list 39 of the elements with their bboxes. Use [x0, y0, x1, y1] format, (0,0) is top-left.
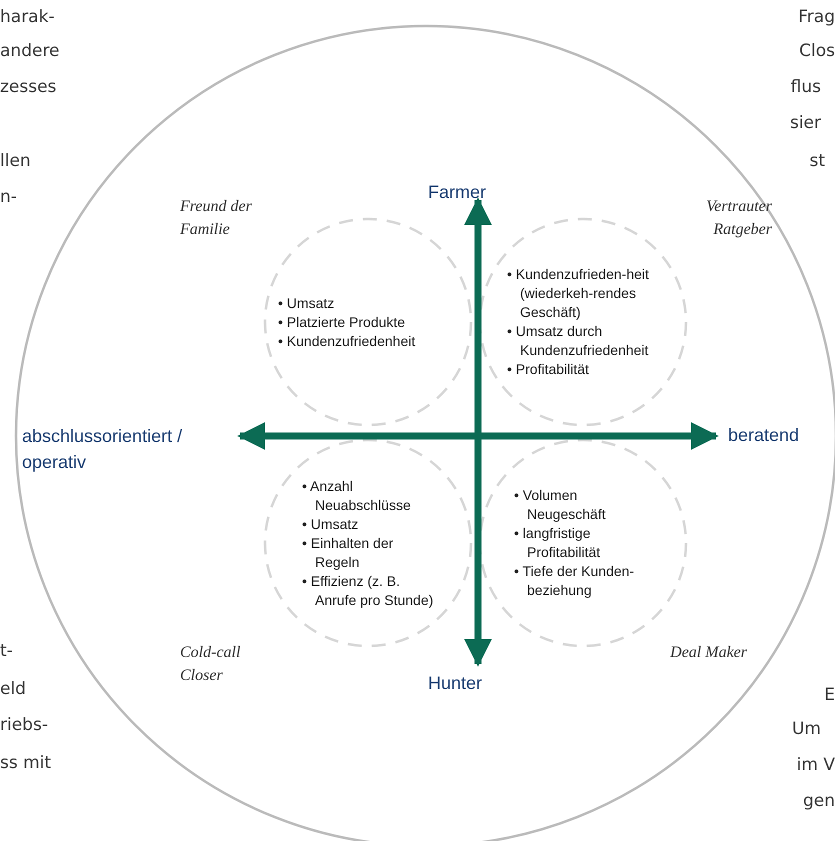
axis-label: Hunter [428, 672, 484, 695]
bullet-item: • Kundenzufrieden-heit (wiederkeh-rendes Geschäft) [507, 265, 650, 322]
text-fragment: t- [0, 640, 13, 662]
text-fragment: ss mit [0, 752, 52, 774]
text-fragment: llen [0, 150, 31, 172]
text-fragment: im V [796, 754, 835, 776]
bullet-item: • Umsatz [302, 514, 360, 534]
text-fragment: andere [0, 40, 60, 62]
text-fragment: zesses [0, 76, 56, 98]
text-fragment: flus [790, 76, 821, 98]
text-fragment: Clos [799, 40, 835, 62]
text-fragment: n- [0, 186, 17, 208]
axis-label: Farmer [428, 181, 487, 204]
bullet-item: • Effizienz (z. B. Anrufe pro Stunde) [302, 572, 434, 610]
bullet-item: • Profitabilität [507, 360, 590, 379]
bullet-item: • Einhalten der Regeln [302, 534, 394, 572]
bullet-item: • Umsatz [278, 294, 336, 312]
quadrant-title: Vertrauter Ratgeber [705, 197, 772, 240]
axis-label: abschlussorientiert / operativ [22, 425, 184, 474]
bullet-item: • Volumen Neugeschäft [514, 486, 607, 524]
quadrant-title: Freund der Familie [180, 197, 253, 240]
axis-label: beratend [728, 424, 800, 447]
text-fragment: harak- [0, 6, 55, 28]
bullet-item: • Kundenzufriedenheit [278, 332, 416, 350]
bullet-item: • langfristige Profitabilität [514, 524, 602, 562]
text-fragment: sier [790, 112, 821, 134]
text-fragment: gen [802, 790, 835, 812]
text-fragment: Frag [798, 6, 835, 28]
text-fragment: st [809, 150, 825, 172]
quadrant-title: Cold-call Closer [180, 643, 242, 686]
bullet-item: • Umsatz durch Kundenzufriedenheit [507, 322, 650, 360]
text-fragment: Um [792, 718, 821, 740]
bullet-item: • Anzahl Neuabschlüsse [302, 476, 412, 514]
text-fragment: eld [0, 678, 26, 700]
text-fragment: E [824, 684, 835, 706]
bullet-item: • Tiefe der Kunden-beziehung [514, 562, 636, 600]
quadrant-title: Deal Maker [669, 643, 747, 663]
bullet-item: • Platzierte Produkte [278, 312, 406, 332]
text-fragment: riebs- [0, 714, 48, 736]
